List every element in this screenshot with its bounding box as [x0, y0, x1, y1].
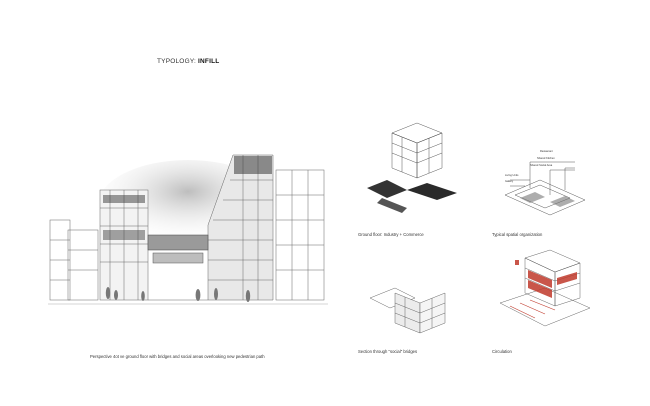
caption-perspective: Perspective 4ot ve ground floor with bri…: [90, 354, 265, 359]
label-gallery: Gallery: [505, 180, 514, 183]
label-restaurant: Restaurant: [540, 150, 553, 153]
diagram-section: [369, 287, 446, 334]
caption-circulation: Circulation: [492, 349, 512, 354]
caption-typical: Typical spatial organization: [492, 232, 543, 237]
diagram-ground-floor: [367, 122, 457, 213]
caption-section: Section through "social" bridges: [358, 349, 418, 354]
label-shared-social-area: Shared Social Area: [530, 164, 553, 167]
label-shared-kitchen: Shared Kitchen: [537, 157, 555, 160]
title-prefix: TYPOLOGY:: [157, 58, 199, 65]
perspective-sketch: [48, 154, 328, 305]
title-emphasis: INFILL: [198, 58, 220, 65]
label-living-units: Living Units: [505, 174, 519, 177]
page-title: TYPOLOGY: INFILL: [157, 58, 219, 65]
diagram-circulation: [499, 249, 591, 327]
caption-ground-floor: Ground floor: Industry + Commerce: [358, 232, 424, 237]
diagram-typical-organization: [504, 161, 586, 216]
